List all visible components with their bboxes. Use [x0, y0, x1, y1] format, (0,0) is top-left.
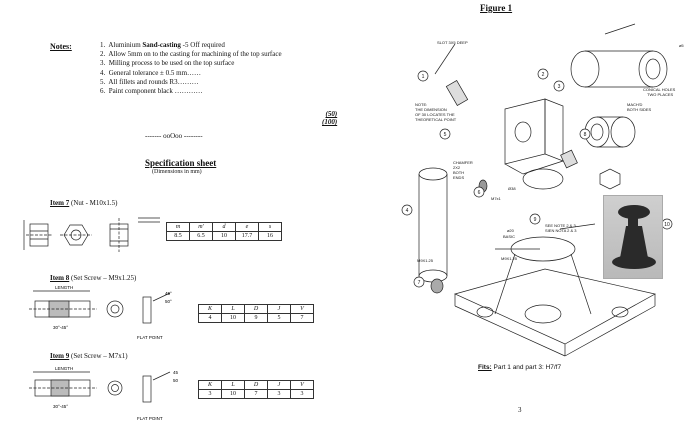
dia38-label: Ø38: [508, 186, 516, 191]
svg-text:TWO PLACES: TWO PLACES: [647, 92, 674, 97]
dia5-label: ⌀5: [679, 43, 684, 48]
dia20-label: ⌀20: [507, 228, 515, 233]
balloon-number: 3: [558, 84, 561, 90]
deg-label: 45: [173, 370, 179, 375]
angle-label: 30°-45°: [53, 325, 68, 330]
note-label: NOTE:: [415, 102, 427, 107]
svg-text:THEORETICAL POINT: THEORETICAL POINT: [415, 117, 457, 122]
note-item: 2. Allow 5mm on to the casting for machi…: [100, 50, 282, 59]
deg-label: 45°: [165, 291, 172, 296]
m9-label-2: M9X1.25: [417, 258, 434, 263]
slot-label: SLOT 3X5 DEEP: [437, 40, 468, 45]
length-label: LENGTH: [55, 366, 73, 371]
exploded-assembly-drawing: 1 2 3 4 5 6 7 8 9 10 SLOT 3X5 DEEP NOTE:…: [401, 23, 684, 357]
flat-point-label: FLAT POINT: [137, 335, 163, 340]
svg-text:OF 30 LOCATES THE: OF 30 LOCATES THE: [415, 112, 455, 117]
note-item: 1. Aluminium Sand-casting -5 Off require…: [100, 41, 225, 49]
item8-heading: Item 8 (Set Screw – M9x1.25): [50, 274, 137, 282]
deg2-label: 50: [173, 378, 179, 383]
svg-text:BOTH SIDES: BOTH SIDES: [627, 107, 652, 112]
balloon-number: 4: [406, 208, 409, 214]
balloon-number: 10: [664, 222, 670, 228]
angle-label: 30°-45°: [53, 404, 68, 409]
spec-title: Specification sheet: [145, 158, 217, 168]
mark-b: (100): [322, 118, 338, 126]
balloon-number: 8: [584, 132, 587, 138]
note-item: 6. Paint component black …………: [100, 87, 203, 96]
balloon-number: 1: [422, 74, 425, 80]
mark-a: (50): [325, 110, 338, 118]
figure-title: Figure 1: [480, 3, 513, 13]
notes-list: 1. Aluminium Sand-casting -5 Off require…: [100, 41, 282, 96]
fits-note: Fits: Part 1 and part 3: H7/f7: [478, 364, 562, 371]
item9-setscrew-drawing: LENGTH 30°-45° 45 50 FLAT POINT: [29, 366, 179, 421]
svg-text:BOTH: BOTH: [453, 170, 464, 175]
flat-point-label: FLAT POINT: [137, 416, 163, 421]
chamfer-label: CHAMFER: [453, 160, 473, 165]
m9-label: M9X1.25: [501, 256, 518, 261]
m7-label: M7x1: [491, 196, 502, 201]
assembly-photo-render: [612, 205, 656, 269]
svg-text:THE DIMENSION: THE DIMENSION: [415, 107, 447, 112]
balloon-number: 2: [542, 72, 545, 78]
page-number: 3: [518, 406, 522, 414]
svg-text:ENDS: ENDS: [453, 175, 464, 180]
basic-label: BASIC: [503, 234, 515, 239]
assembly-photo: [603, 195, 663, 279]
deg2-label: 50°: [165, 299, 172, 304]
see-note-label: SEE NOTE 2 & 3: [545, 223, 576, 228]
item7-heading: Item 7 (Nut - M10x1.5): [50, 199, 118, 207]
item8-setscrew-drawing: LENGTH 30°-45° 45° 50° FLAT POINT: [29, 285, 172, 340]
divider-ornament: ------- ooOoo --------: [145, 132, 203, 140]
spec-subtitle: (Dimensions in mm): [152, 169, 202, 175]
note-item: 3. Milling process to be used on the top…: [100, 59, 235, 68]
balloon-number: 7: [418, 280, 421, 286]
item7-nut-drawing: [23, 217, 160, 252]
item9-heading: Item 9 (Set Screw – M7x1): [50, 352, 128, 360]
mach-label: MACH'D: [627, 102, 643, 107]
balloon-number: 5: [444, 132, 447, 138]
length-label: LENGTH: [55, 285, 73, 290]
conical-holes-label: CONICAL HOLES: [643, 87, 676, 92]
marks: (50) (100): [322, 110, 337, 126]
svg-text:SIEN NOTA 2 & 3: SIEN NOTA 2 & 3: [545, 228, 577, 233]
note-item: 5. All fillets and rounds R3………: [100, 77, 199, 86]
note-item: 4. General tolerance ± 0.5 mm……: [100, 68, 202, 77]
balloon-number: 9: [534, 217, 537, 223]
notes-heading: Notes:: [50, 42, 72, 51]
balloon-number: 6: [478, 190, 481, 196]
svg-text:2X2: 2X2: [453, 165, 461, 170]
